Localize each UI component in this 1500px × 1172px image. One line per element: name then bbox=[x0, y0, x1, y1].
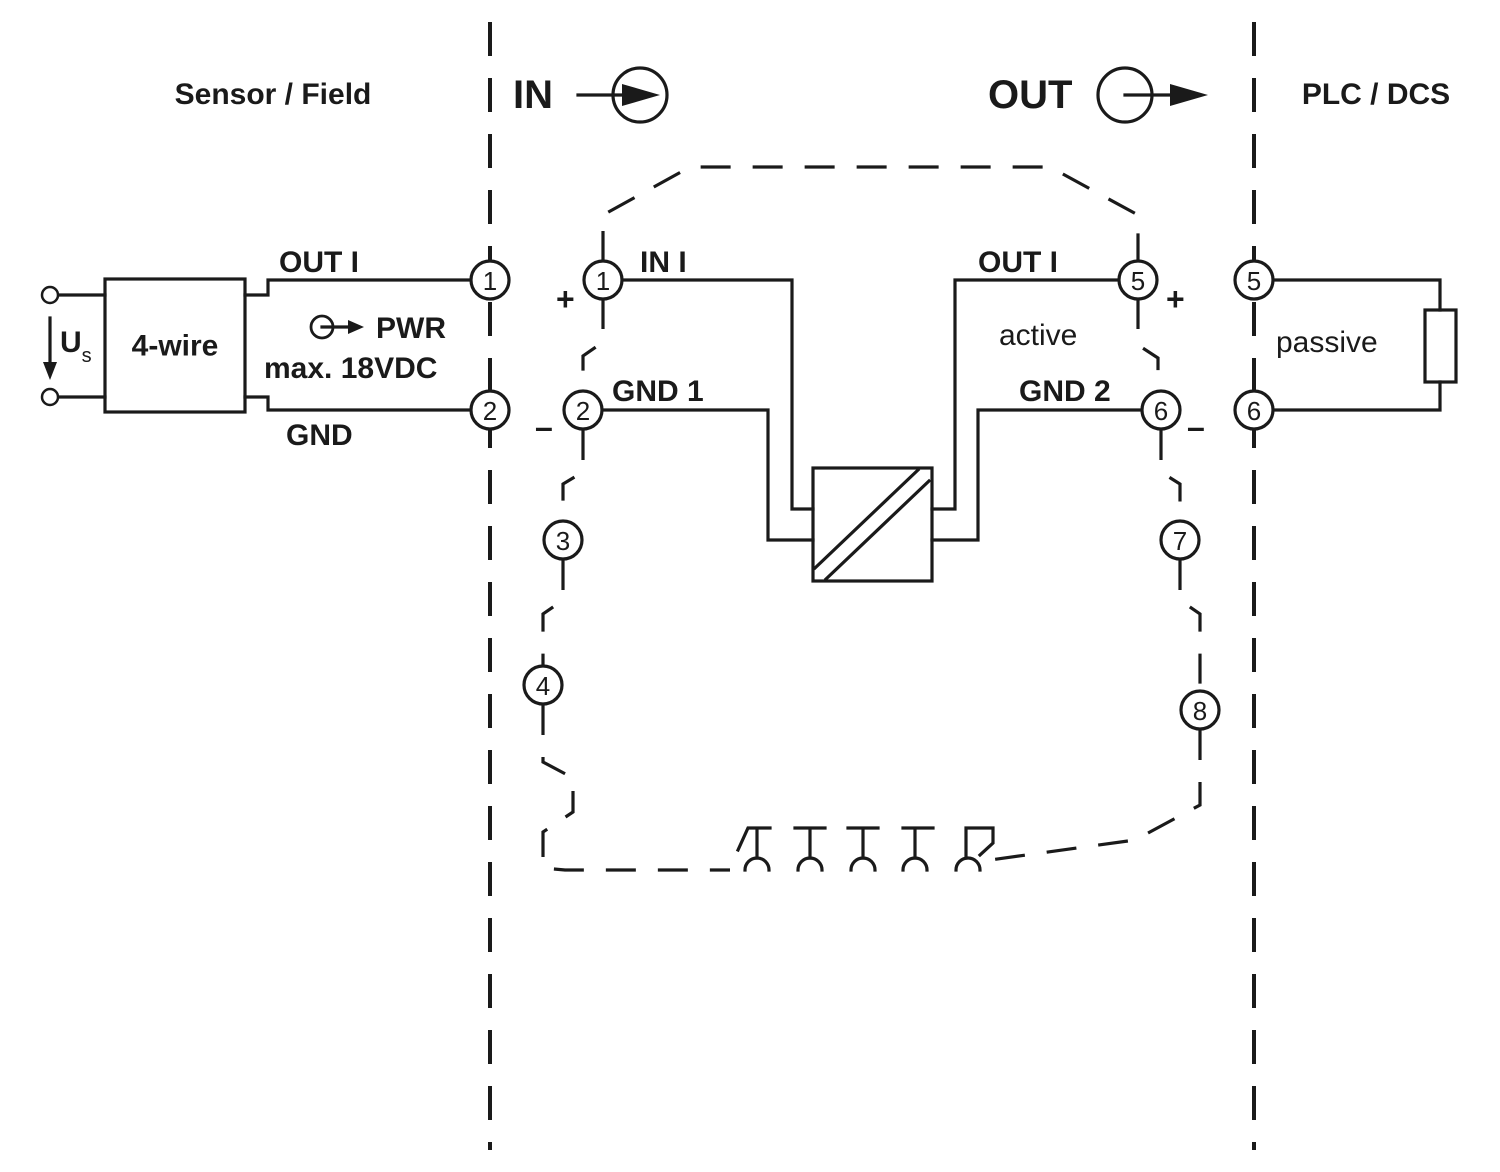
sensor-device-label: 4-wire bbox=[132, 330, 219, 363]
sensor-out-label: OUT I bbox=[279, 246, 359, 279]
terminal-module-3: 3 bbox=[542, 519, 584, 561]
terminal-plc-5: 5 bbox=[1233, 259, 1275, 301]
input-signal-label: IN I bbox=[640, 246, 687, 279]
isolator-icon bbox=[811, 466, 934, 583]
plc-mode-label: passive bbox=[1276, 326, 1378, 359]
terminal-field-1: 1 bbox=[469, 259, 511, 301]
terminal-module-1: 1 bbox=[582, 259, 624, 301]
svg-text:1: 1 bbox=[483, 266, 497, 296]
svg-text:8: 8 bbox=[1193, 696, 1207, 726]
svg-text:7: 7 bbox=[1173, 526, 1187, 556]
input-arrow-icon bbox=[576, 66, 669, 124]
zone-label-out: OUT bbox=[988, 73, 1072, 117]
svg-text:5: 5 bbox=[1131, 266, 1145, 296]
zone-label-sensor: Sensor / Field bbox=[175, 78, 372, 111]
zone-label-plc: PLC / DCS bbox=[1302, 78, 1450, 111]
power-out-icon bbox=[309, 314, 364, 340]
output-minus-sign: – bbox=[1187, 409, 1205, 445]
wire-sensor-out bbox=[243, 278, 476, 297]
zone-label-in: IN bbox=[513, 73, 553, 117]
terminal-module-7: 7 bbox=[1159, 519, 1201, 561]
wire-input-ground bbox=[600, 408, 815, 542]
svg-text:1: 1 bbox=[596, 266, 610, 296]
output-ground-label: GND 2 bbox=[1019, 375, 1111, 408]
wire-plc-signal bbox=[1271, 278, 1442, 312]
terminal-field-2: 2 bbox=[469, 389, 511, 431]
sensor-device-box bbox=[103, 277, 247, 414]
terminal-module-2: 2 bbox=[562, 389, 604, 431]
terminal-module-5: 5 bbox=[1117, 259, 1159, 301]
sensor-gnd-label: GND bbox=[286, 419, 353, 452]
load-resistor-icon bbox=[1423, 308, 1458, 384]
svg-text:6: 6 bbox=[1247, 396, 1261, 426]
output-plus-sign: + bbox=[1166, 281, 1185, 317]
svg-text:4: 4 bbox=[536, 671, 550, 701]
din-rail-feet-icon bbox=[735, 826, 995, 872]
wire-output-ground bbox=[930, 408, 1144, 542]
supply-terminals bbox=[40, 285, 107, 407]
terminal-module-4: 4 bbox=[522, 664, 564, 706]
input-minus-sign: – bbox=[535, 409, 553, 445]
module-housing-outline bbox=[541, 165, 1202, 872]
supply-voltage-label: Us bbox=[60, 326, 92, 367]
wire-input-signal bbox=[620, 278, 815, 511]
power-limit-label: max. 18VDC bbox=[264, 352, 437, 385]
terminal-module-6: 6 bbox=[1140, 389, 1182, 431]
wire-output-signal bbox=[930, 278, 1122, 511]
output-signal-label: OUT I bbox=[978, 246, 1058, 279]
input-plus-sign: + bbox=[556, 281, 575, 317]
svg-text:6: 6 bbox=[1154, 396, 1168, 426]
svg-text:2: 2 bbox=[576, 396, 590, 426]
output-arrow-icon bbox=[1096, 66, 1208, 124]
svg-text:3: 3 bbox=[556, 526, 570, 556]
wire-plc-ground bbox=[1271, 380, 1442, 412]
power-label: PWR bbox=[376, 312, 446, 345]
terminal-plc-6: 6 bbox=[1233, 389, 1275, 431]
terminal-module-8: 8 bbox=[1179, 689, 1221, 731]
svg-text:2: 2 bbox=[483, 396, 497, 426]
svg-text:5: 5 bbox=[1247, 266, 1261, 296]
output-mode-label: active bbox=[999, 319, 1077, 352]
input-ground-label: GND 1 bbox=[612, 375, 704, 408]
wire-sensor-gnd bbox=[243, 395, 476, 412]
